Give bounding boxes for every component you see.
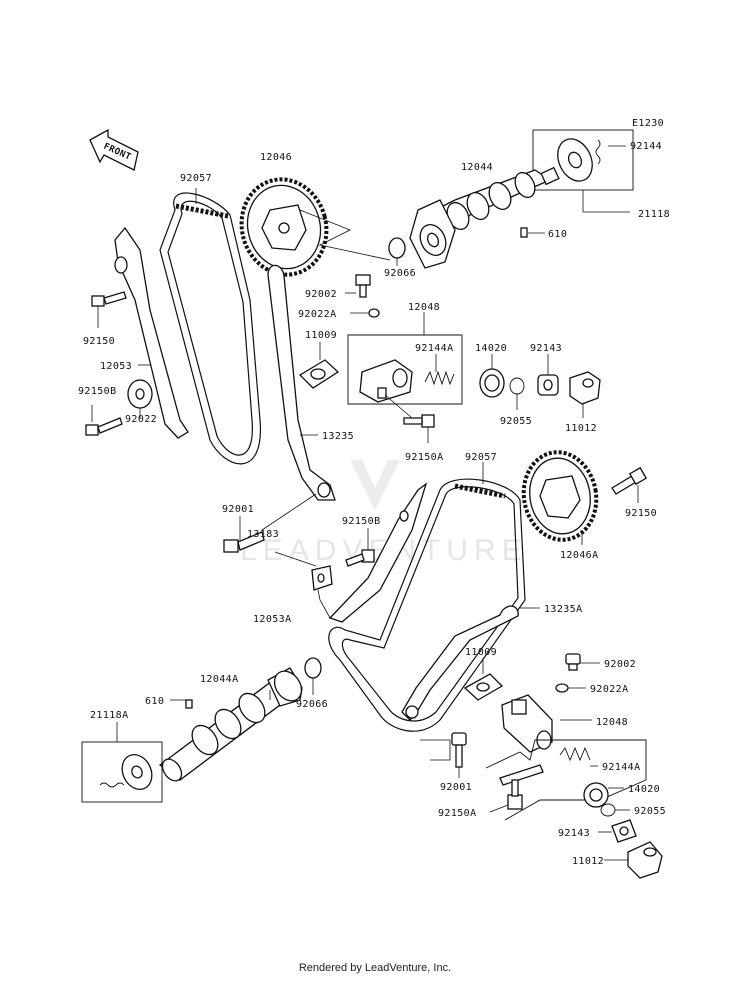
label-13183: 13183: [247, 529, 279, 540]
label-21118: 21118: [638, 209, 670, 220]
label-11012-top: 11012: [565, 423, 597, 434]
label-11009-bot: 11009: [465, 647, 497, 658]
assembly-lines-12048-bot: [485, 739, 647, 821]
label-11009-top: 11009: [305, 330, 337, 341]
gasket-11009-top: [298, 359, 340, 389]
label-92066-bot: 92066: [296, 699, 328, 710]
bolt-92002-top: [355, 274, 371, 298]
camshaft-12044A: [158, 667, 303, 782]
front-arrow: FRONT: [89, 128, 139, 171]
label-92143-top: 92143: [530, 343, 562, 354]
label-92002-bot: 92002: [604, 659, 636, 670]
pin-610-top: [520, 227, 528, 238]
label-92022: 92022: [125, 414, 157, 425]
label-92144-top: 92144: [630, 141, 662, 152]
chain-guide-12053: [114, 226, 189, 439]
bolt-92150A-top: [403, 414, 435, 428]
bolt-92150-right: [611, 466, 648, 495]
cap-11012-bot: [627, 841, 663, 879]
label-14020-bot: 14020: [628, 784, 660, 795]
bracket-13183: [311, 565, 333, 591]
label-92002-top: 92002: [305, 289, 337, 300]
label-92055-bot: 92055: [634, 806, 666, 817]
rotor-21118: [557, 138, 601, 182]
label-12053A: 12053A: [253, 614, 292, 625]
label-610-bot: 610: [145, 696, 164, 707]
label-14020-top: 14020: [475, 343, 507, 354]
label-92143-bot: 92143: [558, 828, 590, 839]
label-92150A-top: 92150A: [405, 452, 444, 463]
washer-92022A-bot: [555, 683, 569, 693]
tensioner-12048-top: [359, 359, 413, 403]
oring-92055-top: [509, 377, 525, 395]
label-92150A-bot: 92150A: [438, 808, 477, 819]
label-92144A-top: 92144A: [415, 343, 454, 354]
washer-92022A-top: [368, 308, 380, 318]
label-92001-bot: 92001: [440, 782, 472, 793]
bolt-92150A-bot: [499, 764, 544, 810]
label-92150: 92150: [83, 336, 115, 347]
washer-92022: [127, 379, 153, 409]
sprocket-12046: [239, 177, 329, 277]
pin-610-bot: [185, 699, 193, 709]
bolt-92002-bot: [565, 653, 581, 671]
gasket-11009-bot: [463, 673, 504, 701]
bolt-92150-left: [91, 291, 127, 307]
ring-14020-top: [479, 368, 505, 398]
tensioner-12048-bot: [501, 694, 553, 753]
label-12053: 12053: [100, 361, 132, 372]
tensioner-guide-13235: [267, 264, 336, 501]
plug-92066-top: [388, 237, 406, 259]
label-92144A-bot: 92144A: [602, 762, 641, 773]
label-12046: 12046: [260, 152, 292, 163]
label-92057-top: 92057: [180, 173, 212, 184]
cap-11012-top: [569, 371, 601, 405]
sprocket-12046A: [521, 450, 599, 542]
plug-92066-bot: [304, 657, 322, 679]
bolt-92001-bot: [451, 732, 467, 768]
tensioner-guide-13235A: [401, 605, 519, 721]
label-92150-right: 92150: [625, 508, 657, 519]
label-12048-bot: 12048: [596, 717, 628, 728]
assembly-box-21118A: [81, 741, 163, 803]
camshaft-12044: [409, 166, 560, 269]
rotor-21118A: [99, 753, 153, 791]
label-92055-top: 92055: [500, 416, 532, 427]
chain-92057-top: [159, 192, 261, 465]
spring-92144A-bot: [559, 746, 591, 762]
label-21118A: 21118A: [90, 710, 129, 721]
label-12044: 12044: [461, 162, 493, 173]
bolt-92001-left: [223, 531, 265, 553]
label-92066-top: 92066: [384, 268, 416, 279]
bolt-92150B-left: [85, 417, 123, 436]
label-13235A: 13235A: [544, 604, 583, 615]
label-92022A-top: 92022A: [298, 309, 337, 320]
label-12044A: 12044A: [200, 674, 239, 685]
diagram-code: E1230: [632, 118, 664, 129]
collar-92143-bot: [611, 819, 637, 843]
label-12048-top: 12048: [408, 302, 440, 313]
label-610-top: 610: [548, 229, 567, 240]
label-11012-bot: 11012: [572, 856, 604, 867]
label-13235: 13235: [322, 431, 354, 442]
label-92022A-bot: 92022A: [590, 684, 629, 695]
label-92150B-mid: 92150B: [342, 516, 381, 527]
ring-14020-bot: [583, 782, 609, 808]
bolt-92150B-mid: [345, 549, 375, 567]
label-92150B: 92150B: [78, 386, 117, 397]
spring-92144A-top: [424, 370, 455, 386]
label-92057-right: 92057: [465, 452, 497, 463]
collar-92143-top: [537, 374, 559, 396]
chain-guide-12053A: [328, 482, 428, 623]
label-92001-left: 92001: [222, 504, 254, 515]
label-12046A: 12046A: [560, 550, 599, 561]
chain-92057-lower: [328, 478, 526, 732]
footer-credit: Rendered by LeadVenture, Inc.: [298, 962, 452, 974]
oring-92055-bot: [600, 803, 616, 817]
